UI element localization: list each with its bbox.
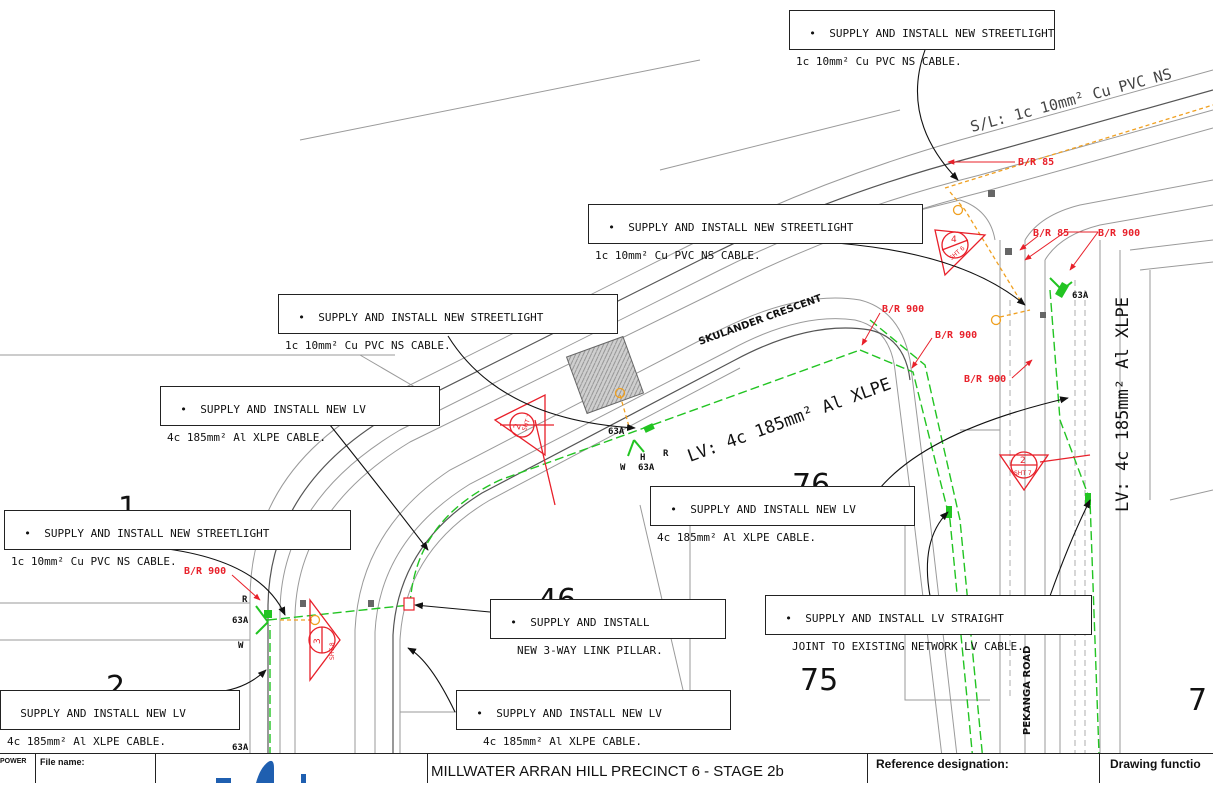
tb-reference-cell: Reference designation:	[868, 754, 1100, 783]
phase-w-2: W	[238, 641, 244, 651]
tb-function-cell: Drawing functio	[1100, 754, 1213, 783]
phase-r-1: R	[663, 449, 669, 459]
tb-file-name-label: File name:	[40, 757, 85, 767]
drawing-function-label: Drawing functio	[1110, 757, 1201, 771]
note-lv-4: •SUPPLY AND INSTALL NEW LV 4c 185mm² Al …	[456, 690, 731, 748]
phase-h: H	[640, 453, 645, 463]
title-block: POWER File name: MILLWATER ARRAN HILL PR…	[0, 753, 1213, 783]
section-marker-2-right	[998, 451, 1091, 492]
tb-file-cell: File name:	[36, 754, 156, 783]
tb-title-cell: MILLWATER ARRAN HILL PRECINCT 6 - STAGE …	[428, 754, 868, 783]
reference-designation-label: Reference designation:	[876, 757, 1009, 771]
fuse-rating-2: 63A	[608, 427, 625, 437]
phase-r-2: R	[242, 595, 248, 605]
section-sht-2b: SHT 7	[1014, 470, 1032, 477]
lot-number-7: 7	[1188, 683, 1207, 718]
section-sht-2a: SHT 7	[521, 413, 534, 432]
phase-w-1: W	[620, 463, 626, 473]
fuse-rating-3: 63A	[638, 463, 655, 473]
br-900-label-1: B/R 900	[1098, 228, 1140, 239]
note-streetlight-2: •SUPPLY AND INSTALL NEW STREETLIGHT 1c 1…	[588, 204, 923, 262]
streetlight-poles	[309, 204, 1002, 626]
street-name-skulander: SKULANDER CRESCENT	[697, 293, 823, 348]
tb-logo-cell	[156, 754, 428, 783]
br-85-label-1: B/R 85	[1018, 157, 1054, 168]
note-link-pillar: •SUPPLY AND INSTALL NEW 3-WAY LINK PILLA…	[490, 599, 726, 657]
section-sht-3: SHT 8	[329, 642, 336, 660]
note-streetlight-3: •SUPPLY AND INSTALL NEW STREETLIGHT 1c 1…	[278, 294, 618, 352]
br-900-label-3: B/R 900	[935, 330, 977, 341]
section-num-2b: 2	[1020, 456, 1026, 466]
lot-number-75: 75	[800, 663, 838, 698]
section-marker-2-left	[493, 393, 556, 506]
note-lv-3: SUPPLY AND INSTALL NEW LV 4c 185mm² Al X…	[0, 690, 240, 748]
br-900-label-4: B/R 900	[964, 374, 1006, 385]
br-900-label-2: B/R 900	[882, 304, 924, 315]
section-marker-3	[308, 598, 341, 682]
section-sht-4: SHT 6	[948, 245, 966, 262]
note-streetlight-4: •SUPPLY AND INSTALL NEW STREETLIGHT 1c 1…	[4, 510, 351, 568]
note-leaders	[159, 49, 1091, 713]
street-name-pekanga: PEKANGA ROAD	[1022, 646, 1033, 735]
br-85-label-2: B/R 85	[1033, 228, 1069, 239]
company-logo	[216, 760, 306, 783]
fuse-rating-4: 63A	[232, 616, 249, 626]
br-900-label-5: B/R 900	[184, 566, 226, 577]
fuse-rating-5: 63A	[232, 743, 249, 753]
section-num-3: 3	[313, 638, 323, 644]
note-lv-2: •SUPPLY AND INSTALL NEW LV 4c 185mm² Al …	[650, 486, 915, 544]
fuse-tails	[255, 277, 1073, 635]
tb-company-fragment: POWER	[0, 758, 27, 765]
note-lv-1: •SUPPLY AND INSTALL NEW LV 4c 185mm² Al …	[160, 386, 440, 444]
cable-label-lv-1: LV: 4c 185mm² Al XLPE	[685, 374, 894, 466]
br-leaders	[231, 159, 1099, 601]
section-num-2a: 2	[512, 423, 523, 432]
link-pillar	[403, 597, 415, 611]
section-num-4: 4	[951, 235, 957, 245]
note-streetlight-1: •SUPPLY AND INSTALL NEW STREETLIGHT 1c 1…	[789, 10, 1055, 68]
section-marker-4	[934, 229, 987, 277]
cable-label-lv-2: LV: 4c 185mm² Al XLPE	[1113, 297, 1133, 512]
tb-company-cell: POWER	[0, 754, 36, 783]
fuse-rating-1: 63A	[1072, 291, 1089, 301]
existing-fittings	[300, 190, 1046, 607]
project-title: MILLWATER ARRAN HILL PRECINCT 6 - STAGE …	[431, 763, 784, 780]
road-linework	[0, 59, 1213, 782]
note-lv-joint: •SUPPLY AND INSTALL LV STRAIGHT JOINT TO…	[765, 595, 1092, 653]
